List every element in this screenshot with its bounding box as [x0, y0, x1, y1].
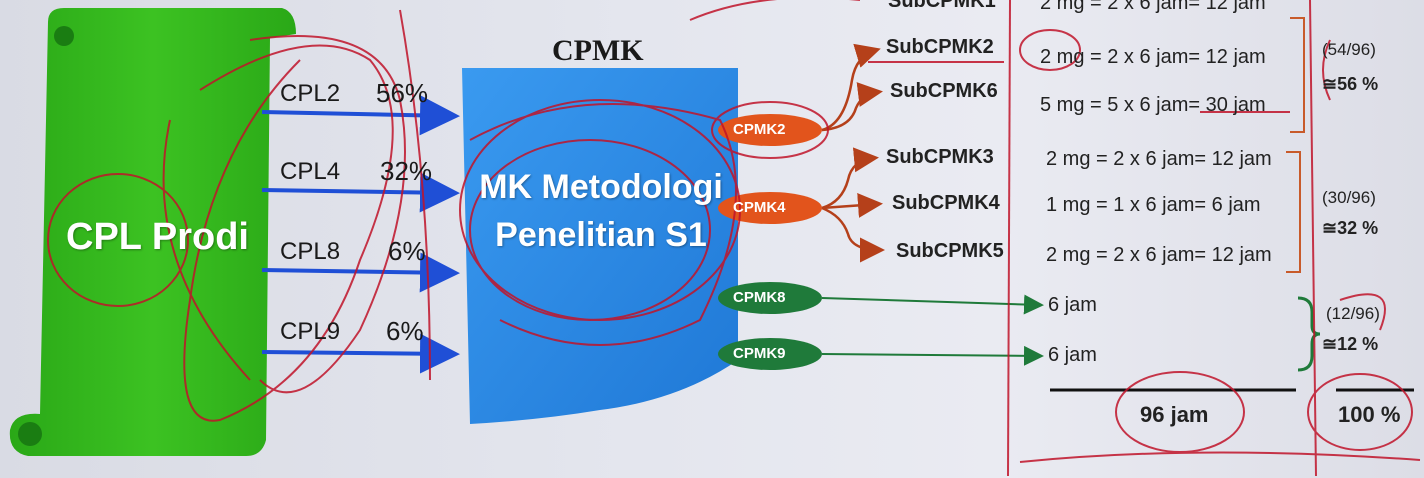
subcpmk2-calc: 2 mg = 2 x 6 jam= 12 jam — [1040, 46, 1266, 68]
cpl9-arrow — [261, 333, 460, 374]
subcpmk6-label: SubCPMK6 — [890, 80, 998, 102]
cpmk4-sub5-connector — [821, 206, 885, 263]
subcpmk1-calc: 2 mg = 2 x 6 jam= 12 jam — [1040, 0, 1266, 14]
subcpmk4-label: SubCPMK4 — [892, 192, 1000, 214]
subcpmk2-label: SubCPMK2 — [886, 36, 994, 58]
subcpmk1-label: SubCPMK1 — [888, 0, 996, 12]
cpl2-percent: 56% — [376, 78, 429, 108]
cpmk4-pill — [718, 192, 822, 224]
cpl9-label: CPL9 — [280, 318, 341, 345]
subcpmk5-calc: 2 mg = 2 x 6 jam= 12 jam — [1046, 244, 1272, 266]
bracket-cpmk4 — [1286, 151, 1301, 273]
cpmk9-hours: 6 jam — [1048, 344, 1097, 366]
subcpmk5-label: SubCPMK5 — [896, 240, 1004, 262]
cpl2-label: CPL2 — [280, 80, 341, 107]
handwritten-annotations — [47, 0, 1421, 477]
cpl9-percent: 6% — [386, 316, 424, 346]
cpmk8-hours: 6 jam — [1048, 294, 1097, 316]
total-percent: 100 % — [1338, 402, 1401, 427]
cpmk8-arrow — [821, 294, 1044, 315]
cpl4-percent: 32% — [380, 156, 433, 186]
cpmk4-approx-percent: ≅32 % — [1322, 218, 1379, 238]
cpmk89-fraction: (12/96) — [1326, 304, 1380, 323]
cpmk9-arrow — [821, 345, 1044, 366]
cpmk4-sub4-connector — [821, 192, 883, 218]
cpmk4-label: CPMK4 — [733, 199, 786, 216]
bracket-cpmk2 — [1290, 17, 1305, 133]
subcpmk3-calc: 2 mg = 2 x 6 jam= 12 jam — [1046, 148, 1272, 170]
cpmk2-pill — [718, 114, 822, 146]
cpmk8-pill — [718, 282, 822, 314]
course-name-line2: Penelitian S1 — [495, 216, 707, 254]
cpl4-label: CPL4 — [280, 158, 341, 185]
cpmk2-sub2-connector — [821, 43, 881, 132]
cpl-prodi-scroll — [9, 8, 297, 456]
cpmk-title: CPMK — [552, 34, 644, 67]
cpl8-label: CPL8 — [280, 238, 341, 265]
subcpmk6-calc: 5 mg = 5 x 6 jam= 30 jam — [1040, 94, 1266, 116]
subcpmk4-calc: 1 mg = 1 x 6 jam= 6 jam — [1046, 194, 1261, 216]
cpmk2-approx-percent: ≅56 % — [1322, 74, 1379, 94]
bracket-cpmk89 — [1297, 296, 1321, 372]
total-hours: 96 jam — [1140, 402, 1209, 427]
cpl8-percent: 6% — [388, 236, 426, 266]
cpl-prodi-label: CPL Prodi — [66, 216, 249, 258]
subcpmk3-label: SubCPMK3 — [886, 146, 994, 168]
cpmk2-fraction: (54/96) — [1322, 40, 1376, 59]
cpmk4-sub3-connector — [821, 147, 879, 210]
cpmk2-label: CPMK2 — [733, 121, 786, 138]
cpmk2-sub6-connector — [821, 82, 883, 132]
cpmk9-label: CPMK9 — [733, 345, 786, 362]
cpl2-arrow — [261, 95, 460, 136]
cpmk89-approx-percent: ≅12 % — [1322, 334, 1379, 354]
cpl4-arrow — [261, 172, 460, 213]
cpmk9-pill — [718, 338, 822, 370]
course-document-shape — [462, 68, 738, 424]
cpmk4-fraction: (30/96) — [1322, 188, 1376, 207]
course-name-line1: MK Metodologi — [479, 168, 723, 206]
cpmk8-label: CPMK8 — [733, 289, 786, 306]
